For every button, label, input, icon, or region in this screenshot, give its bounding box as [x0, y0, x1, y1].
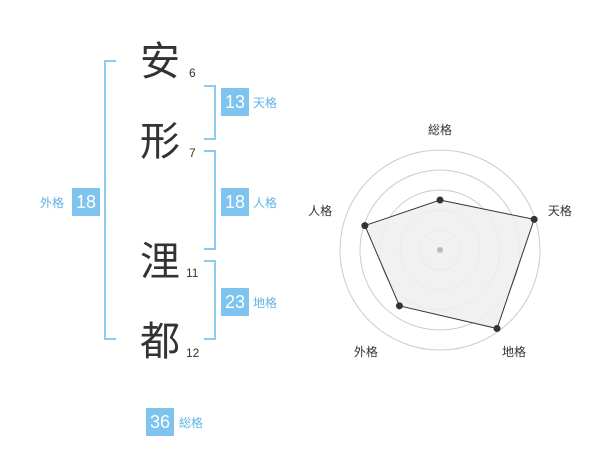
- stroke-count-1: 6: [189, 66, 196, 80]
- stroke-count-4: 12: [186, 346, 200, 360]
- radar-point-2: [530, 215, 538, 223]
- radar-axis-label: 人格: [308, 203, 332, 218]
- gaikaku-badge: 18: [72, 188, 100, 216]
- radar-axis-label: 外格: [354, 344, 378, 359]
- radar-grid-ring: [339, 149, 541, 351]
- radar-axis-label: 天格: [548, 203, 572, 218]
- soukaku-badge: 36: [146, 408, 174, 436]
- stroke-count-2: 7: [189, 146, 196, 160]
- tenkaku-bracket: [204, 85, 216, 140]
- radar-point-3: [493, 324, 501, 332]
- radar-point-4: [395, 302, 403, 310]
- chikaku-bracket: [204, 260, 216, 340]
- stroke-count-3: 11: [186, 266, 199, 280]
- jinkaku-label: 人格: [253, 196, 278, 210]
- name-char-3: 浬: [140, 239, 180, 285]
- jinkaku-bracket: [204, 150, 216, 250]
- radar-axis-label: 総格: [428, 122, 452, 137]
- radar-series-polygon: [364, 199, 535, 330]
- radar-point-5: [361, 222, 369, 230]
- gaikaku-bracket: [104, 60, 116, 340]
- radar-center-dot: [437, 247, 443, 253]
- chikaku-badge: 23: [221, 288, 249, 316]
- radar-axis-label: 地格: [502, 344, 526, 359]
- gaikaku-label: 外格: [40, 196, 65, 210]
- chikaku-label: 地格: [253, 296, 278, 310]
- tenkaku-label: 天格: [253, 96, 278, 110]
- jinkaku-badge: 18: [221, 188, 249, 216]
- tenkaku-badge: 13: [221, 88, 249, 116]
- soukaku-label: 総格: [179, 416, 204, 430]
- name-char-4: 都: [140, 319, 180, 365]
- name-char-1: 安: [140, 39, 180, 85]
- radar-point-1: [436, 196, 444, 204]
- name-char-2: 形: [140, 119, 180, 165]
